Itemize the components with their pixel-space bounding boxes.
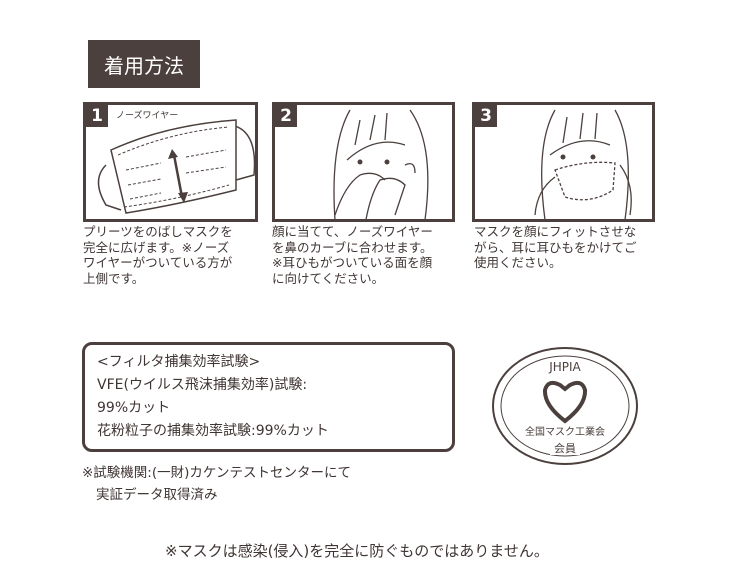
caption-line: に向けてください。 bbox=[272, 270, 385, 286]
note-line: ※試験機関:(一財)カケンテストセンターにて bbox=[82, 465, 351, 481]
caption-line: 顔に当てて、ノーズワイヤー bbox=[272, 224, 433, 239]
woman-applying-mask-illustration bbox=[333, 109, 429, 220]
caption-line: を鼻のカーブに合わせます。 bbox=[272, 239, 433, 255]
filter-test-line: 花粉粒子の捕集効率試験:99%カット bbox=[97, 423, 329, 439]
step-number: 3 bbox=[475, 105, 497, 127]
step-3-panel: 3 bbox=[472, 102, 655, 222]
step-number: 1 bbox=[86, 105, 108, 127]
caption-line: ワイヤーがついている方が bbox=[83, 255, 233, 270]
seal-top-text: JHPIA bbox=[548, 360, 581, 374]
caption-line: がら、耳に耳ひもをかけてご bbox=[474, 239, 637, 255]
seal-middle-text: 全国マスク工業会 bbox=[525, 425, 605, 438]
disclaimer: ※マスクは感染(侵入)を完全に防ぐものではありません。 bbox=[165, 542, 549, 560]
jhpia-member-seal: JHPIA 全国マスク工業会 会員 bbox=[492, 347, 638, 465]
filter-test-box: <フィルタ捕集効率試験> VFE(ウイルス飛沫捕集効率)試験: 99%カット 花… bbox=[82, 342, 455, 452]
section-title: 着用方法 bbox=[88, 40, 200, 88]
filter-test-line: 99%カット bbox=[97, 400, 171, 416]
caption-line: ※耳ひもがついている面を顔 bbox=[272, 255, 433, 270]
step-2-caption: 顔に当てて、ノーズワイヤー を鼻のカーブに合わせます。 ※耳ひもがついている面を… bbox=[272, 224, 433, 286]
caption-line: プリーツをのばしマスクを bbox=[83, 224, 233, 239]
heart-mask-icon bbox=[542, 380, 588, 424]
step-1-panel: 1 ノーズワイヤー bbox=[83, 102, 258, 222]
caption-line: マスクを顔にフィットさせな bbox=[474, 224, 637, 239]
step-number: 2 bbox=[275, 105, 297, 127]
woman-wearing-mask-illustration bbox=[534, 109, 632, 220]
caption-line: 使用ください。 bbox=[474, 255, 562, 270]
mask-illustration bbox=[97, 119, 256, 214]
caption-line: 上側です。 bbox=[83, 270, 145, 286]
step-1-caption: プリーツをのばしマスクを 完全に広げます。※ノーズ ワイヤーがついている方が 上… bbox=[83, 224, 233, 286]
step-3-caption: マスクを顔にフィットさせな がら、耳に耳ひもをかけてご 使用ください。 bbox=[474, 224, 637, 271]
filter-test-heading: <フィルタ捕集効率試験> bbox=[97, 354, 261, 370]
nose-wire-label: ノーズワイヤー bbox=[116, 111, 179, 121]
caption-line: 完全に広げます。※ノーズ bbox=[83, 239, 230, 255]
filter-test-line: VFE(ウイルス飛沫捕集効率)試験: bbox=[97, 377, 308, 393]
test-institution-note: ※試験機関:(一財)カケンテストセンターにて 実証データ取得済み bbox=[82, 462, 351, 506]
note-line: 実証データ取得済み bbox=[96, 487, 218, 503]
step-2-panel: 2 bbox=[272, 102, 455, 222]
seal-bottom-text: 会員 bbox=[554, 442, 576, 455]
